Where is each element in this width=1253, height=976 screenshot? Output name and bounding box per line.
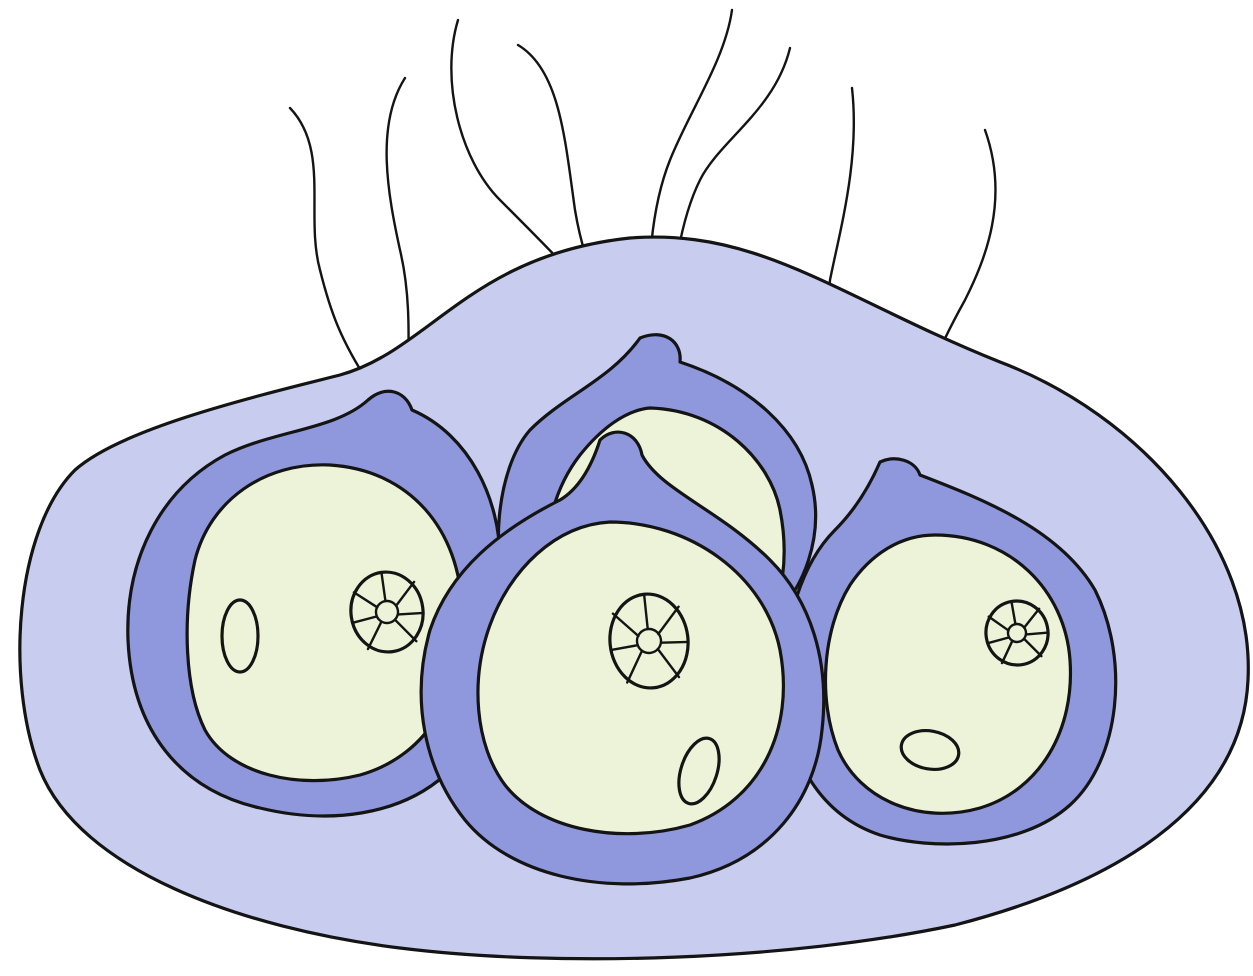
flagellum [290,108,372,388]
contractile-vacuole [222,600,258,672]
protoplast [826,535,1071,813]
